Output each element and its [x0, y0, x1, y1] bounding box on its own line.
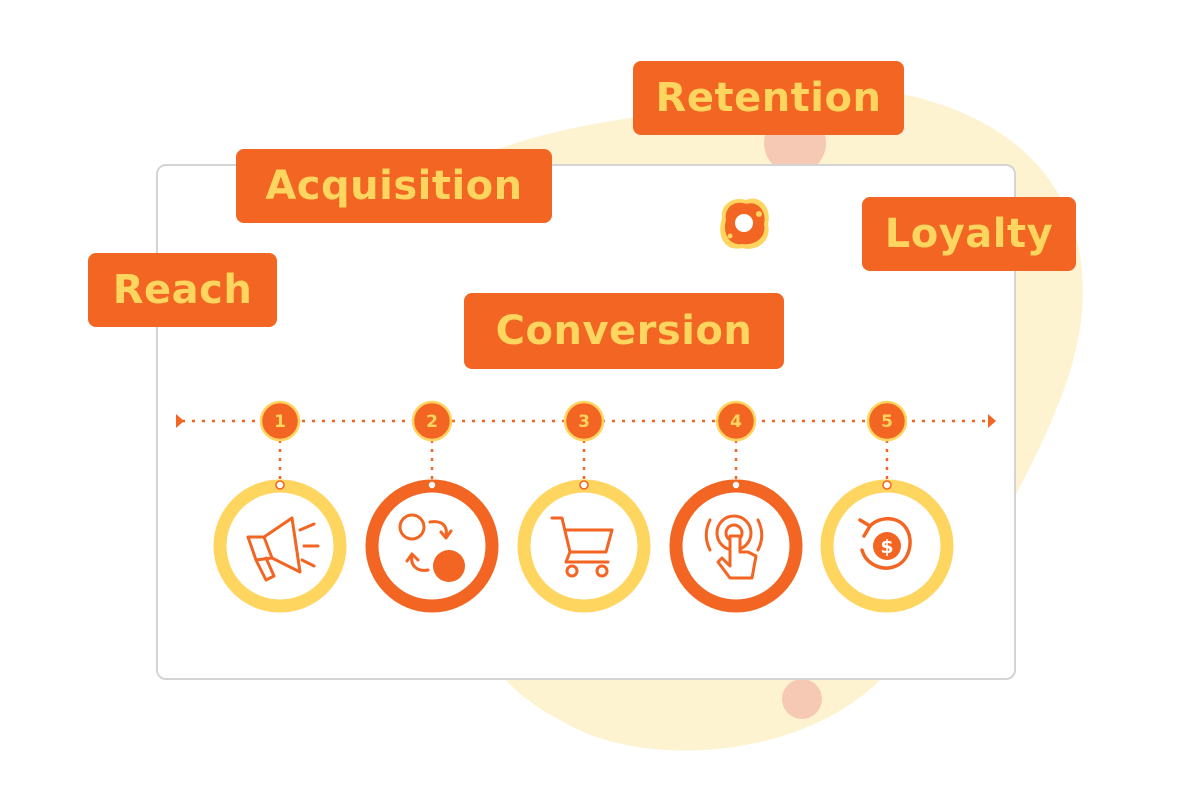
pink-dot-bottom [782, 679, 822, 719]
megaphone-icon [246, 516, 320, 582]
step-badge-2 [411, 400, 453, 442]
dollar-refresh-icon: $ [858, 517, 912, 570]
stage-3: 3 [517, 400, 651, 613]
stage-5: 5 $ [820, 400, 954, 613]
stage-label-loyalty: Loyalty [862, 197, 1076, 271]
stage-ring-1 [213, 479, 347, 613]
step-number-3: 3 [578, 412, 590, 432]
stage-label-acquisition: Acquisition [236, 149, 552, 223]
step-number-4: 4 [730, 412, 742, 432]
stage-label-retention: Retention [633, 61, 904, 135]
exchange-circles-icon [398, 513, 465, 582]
step-badge-5 [866, 400, 908, 442]
logo-icon [720, 198, 769, 249]
step-number-5: 5 [881, 412, 893, 432]
step-number-1: 1 [274, 412, 286, 432]
step-badge-3 [563, 400, 605, 442]
step-number-2: 2 [426, 412, 438, 432]
stage-ring-3 [517, 479, 651, 613]
shopping-cart-icon [550, 516, 614, 578]
step-badge-1 [259, 400, 301, 442]
stage-2: 2 [365, 400, 499, 613]
stage-ring-2 [365, 479, 499, 613]
stage-label-reach: Reach [88, 253, 277, 327]
stage-4: 4 [669, 400, 803, 613]
stage-1: 1 [213, 400, 347, 613]
stage-label-conversion: Conversion [464, 293, 784, 369]
timeline-arrow-right [988, 414, 996, 428]
timeline-arrow-left [176, 414, 184, 428]
svg-text:$: $ [880, 536, 893, 558]
tap-hand-icon [704, 514, 764, 580]
step-badge-4 [715, 400, 757, 442]
